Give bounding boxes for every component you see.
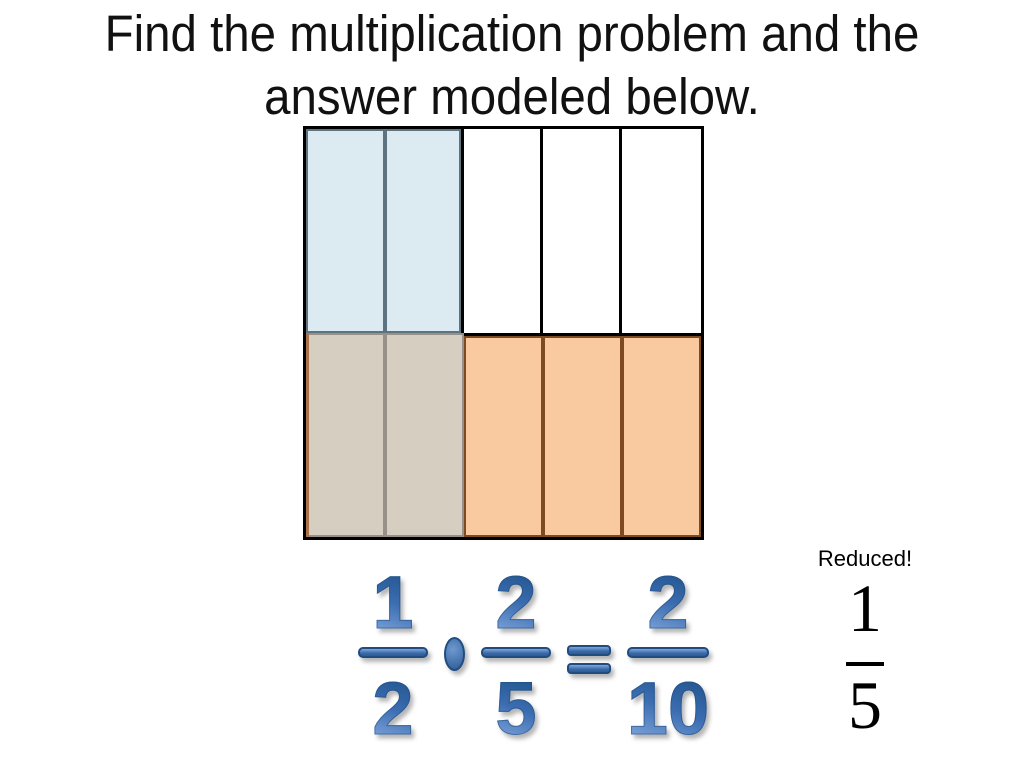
fraction-denominator: 10 [626,667,710,750]
equals-top-bar [567,645,611,656]
slide-title-line1: Find the multiplication problem and the [104,5,920,62]
slide-title: Find the multiplication problem and the … [36,2,988,128]
model-cell-white-r1c4 [543,129,622,333]
fraction-numerator: 2 [495,561,537,644]
fraction-one-fifth: 1 5 [799,570,931,743]
model-cell-blue-r1c2 [385,129,464,333]
model-cell-orange-r2c4 [543,333,622,537]
model-cell-white-r1c5 [622,129,701,333]
multiplication-equation: 1 2 2 5 2 10 [358,561,710,750]
model-cell-orange-r2c5 [622,333,701,537]
slide-title-line2: answer modeled below. [264,68,760,125]
fraction-two-tenths: 2 10 [626,561,710,750]
fraction-numerator: 1 [372,561,414,644]
reduced-answer: Reduced! 1 5 [799,546,931,743]
reduced-label: Reduced! [817,546,913,571]
equals-bottom-bar [567,663,611,674]
fraction-denominator: 5 [848,667,882,743]
fraction-area-model [303,126,704,540]
multiply-dot-icon [444,637,465,671]
model-cell-orange-r2c3 [464,333,543,537]
fraction-two-fifths: 2 5 [481,561,551,750]
fraction-bar [481,647,551,658]
fraction-bar [627,647,709,658]
fraction-bar [358,647,428,658]
fraction-numerator: 2 [647,561,689,644]
equals-sign-icon [567,645,611,674]
fraction-numerator: 1 [848,570,882,646]
fraction-one-half: 1 2 [358,561,428,750]
model-cell-white-r1c3 [464,129,543,333]
model-cell-blue-r1c1 [306,129,385,333]
fraction-bar [846,662,884,666]
model-cell-overlap-r2c2 [385,333,464,537]
fraction-denominator: 5 [495,667,537,750]
model-cell-overlap-r2c1 [306,333,385,537]
fraction-denominator: 2 [372,667,414,750]
